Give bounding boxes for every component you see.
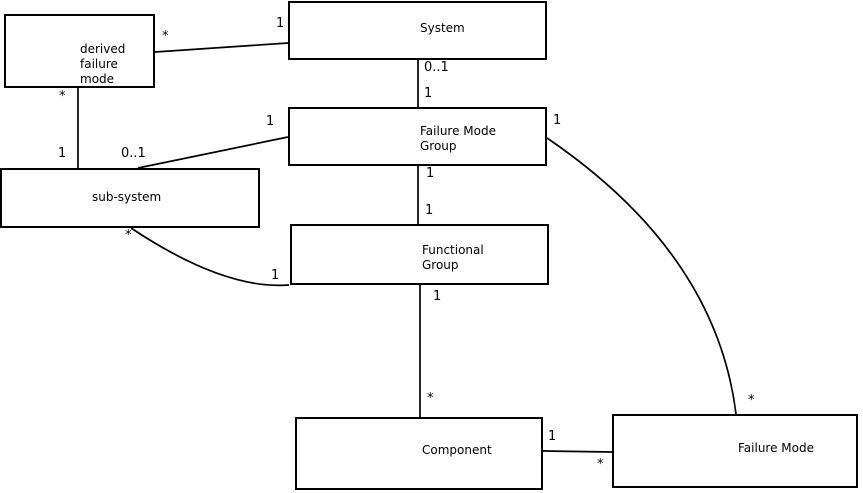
entity-label-derived-failure-mode: derived failure mode [80, 42, 126, 86]
multiplicity-label: * [125, 228, 132, 243]
association-curve-failure-mode-group-failure-mode [546, 137, 737, 415]
entity-failure-mode: Failure Mode [612, 414, 858, 488]
entity-component: Component [295, 417, 543, 490]
multiplicity-label: 1 [266, 114, 275, 129]
multiplicity-label: * [427, 391, 434, 406]
entity-sub-system: sub-system [0, 168, 260, 228]
association-curve-sub-system-functional-group [130, 227, 290, 287]
multiplicity-label: 1 [424, 86, 433, 101]
multiplicity-label: 1 [553, 113, 562, 128]
multiplicity-label: 0..1 [121, 146, 146, 161]
multiplicity-label: 1 [271, 268, 280, 283]
entity-label-sub-system: sub-system [92, 190, 162, 204]
multiplicity-label: 1 [548, 429, 557, 444]
multiplicity-label: * [59, 89, 66, 104]
multiplicity-label: 1 [425, 203, 434, 218]
entity-label-functional-group: Functional Group [422, 243, 484, 272]
entity-label-component: Component [422, 443, 492, 457]
multiplicity-label: 1 [433, 289, 442, 304]
multiplicity-label: 0..1 [424, 60, 449, 75]
association-line-sub-system-failure-mode-group [137, 136, 289, 169]
multiplicity-label: 1 [276, 16, 285, 31]
entity-label-failure-mode-group: Failure Mode Group [420, 124, 496, 153]
entity-derived-failure-mode: derived failure mode [4, 14, 155, 88]
entity-label-system: System [420, 21, 465, 35]
multiplicity-label: 1 [426, 166, 435, 181]
association-line-derived-failure-mode-system [154, 42, 289, 53]
multiplicity-label: 1 [58, 146, 67, 161]
association-line-component-failure-mode [542, 450, 613, 453]
entity-label-failure-mode: Failure Mode [738, 441, 814, 455]
entity-functional-group: Functional Group [290, 224, 549, 285]
multiplicity-label: * [162, 29, 169, 44]
multiplicity-label: * [597, 457, 604, 472]
multiplicity-label: * [748, 393, 755, 408]
entity-failure-mode-group: Failure Mode Group [288, 107, 547, 166]
entity-system: System [288, 1, 547, 60]
